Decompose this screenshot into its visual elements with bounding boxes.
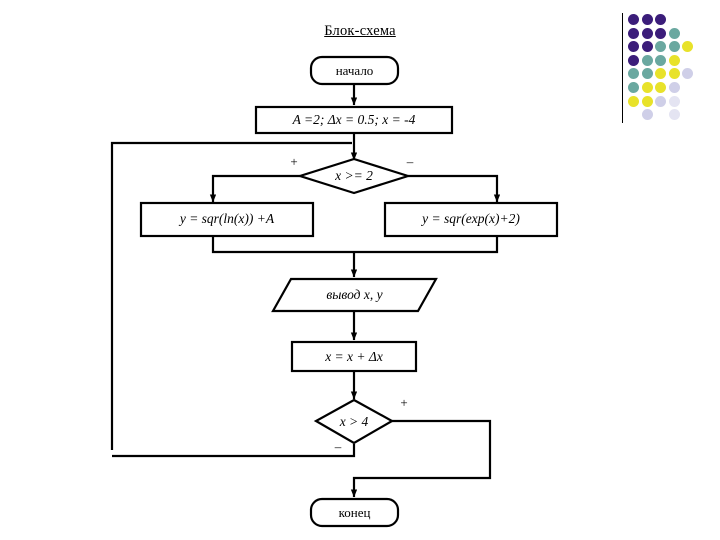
node-end [309,497,400,528]
node-cond1 [296,157,412,195]
node-start [309,55,400,86]
decorative-dot [655,27,667,39]
decorative-vertical-rule [622,13,623,123]
decorative-dot [668,95,680,107]
node-end-label: конец [338,505,371,520]
decorative-dot [641,41,653,53]
decorative-dot [655,82,667,93]
connector-calcf-to-merge [354,236,499,254]
node-calc-false-label: y = sqr(exp(x)+2) [422,211,520,226]
node-calc-false [383,201,559,238]
connector-cond1-false [408,174,501,203]
decorative-dot [641,109,653,121]
node-cond2 [313,398,395,445]
node-calc-true [139,201,315,238]
decorative-dot [641,54,653,66]
node-init-label: A =2; Δx = 0.5; x = -4 [292,112,416,127]
node-calc-true-label: y = sqr(ln(x)) +A [179,211,275,226]
decorative-dot [655,68,667,80]
decorative-dot [668,82,680,93]
decorative-dot [628,41,639,53]
branch-label-cond1-true: + [290,154,298,169]
branch-label-cond1-false: – [406,154,414,169]
connector-cond2-true [350,419,492,498]
decorative-dot [628,54,639,66]
decorative-dot [682,41,694,53]
decorative-dot [668,41,680,53]
connector-cond1-true [209,174,300,203]
node-output-label: вывод x, y [326,287,383,302]
decorative-dot [628,27,639,39]
decorative-dot-grid [628,14,708,121]
decorative-dot [641,82,653,93]
decorative-dot [655,41,667,53]
decorative-dot [628,68,639,80]
connector-cond2-false [112,444,356,458]
node-cond1-label: x >= 2 [335,168,373,183]
decorative-dot [641,68,653,80]
node-step-label: x = x + Δx [325,349,383,364]
page-title: Блок-схема [324,23,396,39]
decorative-dot [668,68,680,80]
decorative-dot [641,14,653,25]
decorative-dot [668,54,680,66]
decorative-dot [655,95,667,107]
branch-label-cond2-false: – [334,439,342,454]
node-start-label: начало [335,63,374,78]
decorative-dot [641,27,653,39]
decorative-dot [628,82,639,93]
node-init [254,105,454,135]
node-step [290,340,418,373]
decorative-dot [668,27,680,39]
decorative-dot [682,68,694,80]
decorative-dot [668,109,680,121]
decorative-dot [655,14,667,25]
node-cond2-label: x > 4 [339,414,369,429]
decorative-dot [628,95,639,107]
node-output [271,277,438,313]
connector-loopback-left [110,141,352,450]
decorative-dot [628,14,639,25]
branch-label-cond2-true: + [400,395,408,410]
decorative-dot [655,54,667,66]
decorative-dot [641,95,653,107]
connector-calct-to-merge [211,236,354,254]
